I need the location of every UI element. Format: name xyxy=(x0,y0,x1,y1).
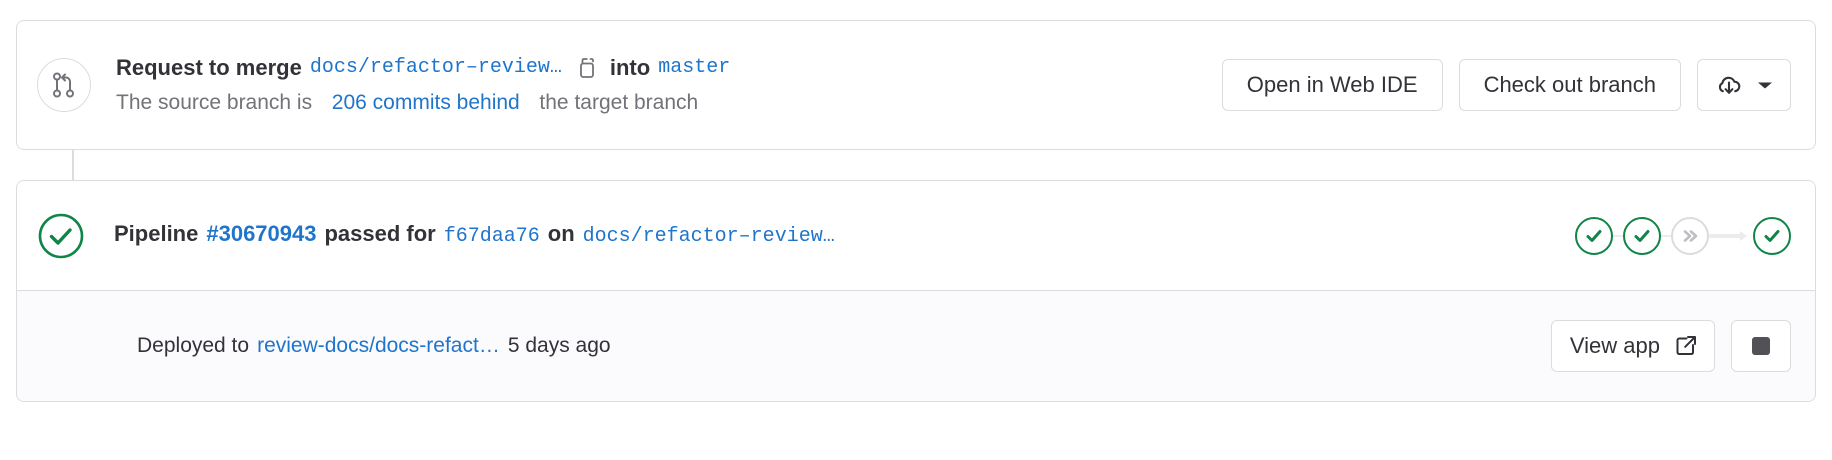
pipeline-result-label: passed for xyxy=(324,221,436,246)
external-link-icon xyxy=(1674,334,1698,358)
status-success-icon xyxy=(37,212,85,260)
deployed-to-label: Deployed to xyxy=(137,334,250,357)
cloud-download-icon xyxy=(1716,73,1742,97)
environment-link[interactable]: review-docs/docs-refact… xyxy=(257,334,500,357)
stage-skipped[interactable] xyxy=(1671,216,1709,255)
merge-request-icon xyxy=(37,58,91,112)
merge-request-actions: Open in Web IDE Check out branch xyxy=(1221,59,1791,111)
check-out-branch-button[interactable]: Check out branch xyxy=(1458,59,1681,111)
view-app-button[interactable]: View app xyxy=(1550,320,1715,372)
merge-request-title: Request to merge docs/refactor–review… i… xyxy=(116,53,1202,83)
merge-request-summary: Request to merge docs/refactor–review… i… xyxy=(116,53,1202,118)
pipeline-on-label: on xyxy=(547,221,575,246)
commit-sha-link[interactable]: f67daa76 xyxy=(443,225,540,248)
merge-request-card: Request to merge docs/refactor–review… i… xyxy=(16,20,1816,150)
pipeline-stages xyxy=(1575,216,1791,255)
behind-suffix-label: the target branch xyxy=(539,90,699,114)
request-to-merge-label: Request to merge xyxy=(116,54,302,80)
target-branch-link[interactable]: master xyxy=(658,55,731,79)
stage-success-3[interactable] xyxy=(1753,216,1791,255)
pipeline-branch-link[interactable]: docs/refactor–review… xyxy=(582,225,835,248)
copy-branch-name-button[interactable] xyxy=(572,53,602,83)
download-dropdown-button[interactable] xyxy=(1697,59,1791,111)
source-branch-status: The source branch is 206 commits behind … xyxy=(116,88,1202,118)
stage-success-1[interactable] xyxy=(1575,216,1613,255)
pipeline-label: Pipeline xyxy=(114,221,199,246)
card-connector-line xyxy=(72,150,74,181)
stage-arrow-icon xyxy=(1709,229,1753,243)
deployment-summary: Deployed to review-docs/docs-refact… 5 day… xyxy=(37,332,1551,360)
view-app-label: View app xyxy=(1569,333,1660,358)
pipeline-id-link[interactable]: #30670943 xyxy=(206,221,317,246)
chevron-down-icon xyxy=(1756,79,1774,91)
stop-square-icon xyxy=(1752,337,1770,355)
source-branch-link[interactable]: docs/refactor–review… xyxy=(309,55,562,79)
stop-environment-button[interactable] xyxy=(1731,320,1791,372)
stage-connector-2 xyxy=(1661,234,1671,237)
double-chevron-right-icon xyxy=(1683,229,1698,242)
deployment-actions: View app xyxy=(1550,320,1791,372)
deployment-timestamp: 5 days ago xyxy=(507,334,611,357)
behind-prefix-label: The source branch is xyxy=(116,90,313,114)
commits-behind-link[interactable]: 206 commits behind xyxy=(331,90,520,114)
deployment-row: Deployed to review-docs/docs-refact… 5 day… xyxy=(17,291,1815,401)
stage-success-2[interactable] xyxy=(1623,216,1661,255)
stage-connector-1 xyxy=(1613,234,1623,237)
into-label: into xyxy=(609,54,651,80)
open-in-web-ide-button[interactable]: Open in Web IDE xyxy=(1221,59,1443,111)
